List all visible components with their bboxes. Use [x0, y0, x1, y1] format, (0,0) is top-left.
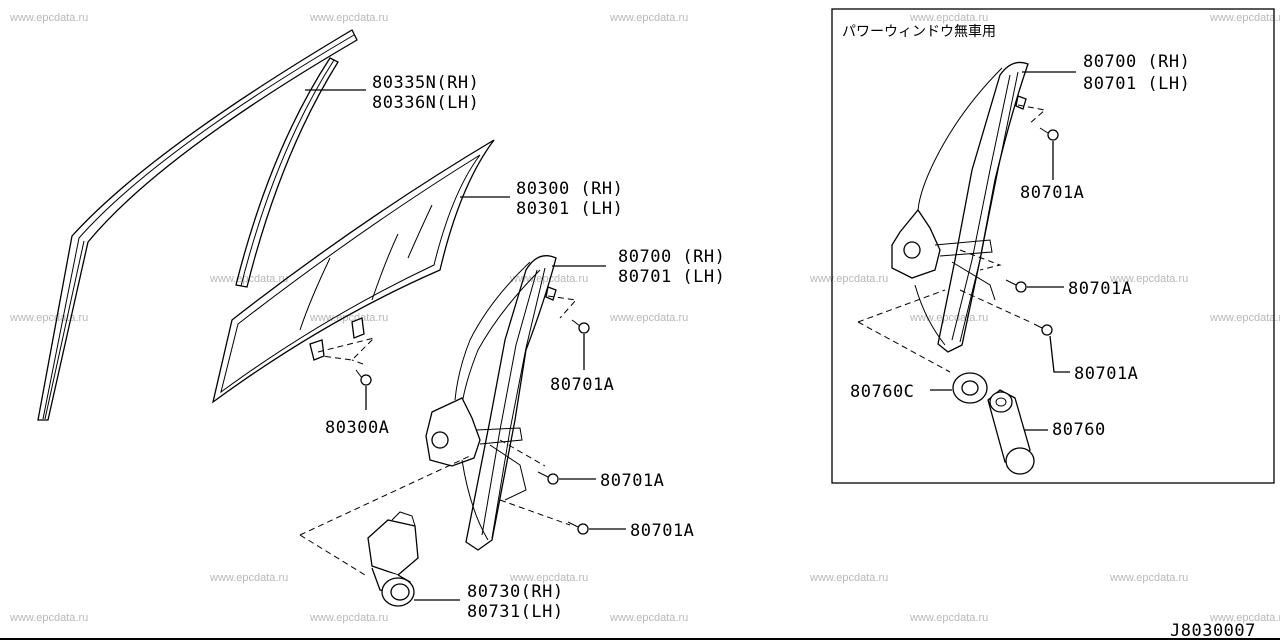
motor — [367, 511, 419, 607]
inset-frame — [831, 8, 1275, 484]
bolt-icon — [1033, 323, 1053, 336]
front-glass-run — [235, 57, 339, 288]
label-bolt-glass: 80300A — [325, 418, 389, 438]
label-bolt-regulator: 80701A — [600, 471, 664, 491]
bolt-icon — [537, 471, 559, 485]
watermark: www.epcdata.ru — [909, 12, 988, 24]
label-glass-run-lh: 80336N(LH) — [372, 93, 479, 113]
diagram-code: J8030007 — [1170, 621, 1256, 640]
watermark: www.epcdata.ru — [309, 12, 388, 24]
watermark: www.epcdata.ru — [509, 572, 588, 584]
watermark: www.epcdata.ru — [9, 612, 88, 624]
label-bolt-regulator: 80701A — [550, 375, 614, 395]
label-inset-regulator-rh: 80700 (RH) — [1083, 52, 1190, 72]
label-regulator-rh: 80700 (RH) — [618, 247, 725, 267]
label-inset-bolt: 80701A — [1068, 279, 1132, 299]
watermark: www.epcdata.ru — [809, 572, 888, 584]
bolt-icon — [355, 369, 372, 386]
watermark: www.epcdata.ru — [209, 572, 288, 584]
watermark: www.epcdata.ru — [309, 612, 388, 624]
bolt-icon — [571, 319, 590, 334]
window-crank-handle — [987, 389, 1035, 475]
watermark: www.epcdata.ru — [1109, 572, 1188, 584]
watermark: www.epcdata.ru — [909, 612, 988, 624]
label-motor-rh: 80730(RH) — [467, 582, 564, 602]
watermark: www.epcdata.ru — [609, 12, 688, 24]
label-door-glass-rh: 80300 (RH) — [516, 179, 623, 199]
watermark: www.epcdata.ru — [909, 312, 988, 324]
glass-run-channel — [37, 29, 358, 421]
watermark: www.epcdata.ru — [9, 12, 88, 24]
label-inset-regulator-lh: 80701 (LH) — [1083, 74, 1190, 94]
bolt-icon — [567, 521, 589, 535]
watermark: www.epcdata.ru — [1209, 312, 1280, 324]
window-regulator — [425, 255, 557, 551]
watermark: www.epcdata.ru — [309, 312, 388, 324]
label-regulator-lh: 80701 (LH) — [618, 267, 725, 287]
door-glass — [211, 139, 495, 404]
label-motor-lh: 80731(LH) — [467, 602, 564, 622]
label-inset-bolt: 80701A — [1074, 364, 1138, 384]
escutcheon — [952, 372, 988, 404]
bolt-icon — [1005, 279, 1027, 293]
watermark: www.epcdata.ru — [1209, 12, 1280, 24]
label-crank-handle: 80760 — [1052, 420, 1106, 440]
label-door-glass-lh: 80301 (LH) — [516, 199, 623, 219]
label-glass-run-rh: 80335N(RH) — [372, 73, 479, 93]
inset-title: パワーウィンドウ無車用 — [842, 23, 996, 40]
watermark: www.epcdata.ru — [609, 312, 688, 324]
label-inset-bolt: 80701A — [1020, 183, 1084, 203]
watermark: www.epcdata.ru — [609, 612, 688, 624]
watermark: www.epcdata.ru — [1209, 612, 1280, 624]
watermark: www.epcdata.ru — [809, 273, 888, 285]
watermark: www.epcdata.ru — [1109, 273, 1188, 285]
label-escutcheon: 80760C — [850, 382, 914, 402]
bolt-icon — [1039, 127, 1059, 141]
label-bolt-regulator: 80701A — [630, 521, 694, 541]
watermark: www.epcdata.ru — [9, 312, 88, 324]
inset-regulator — [891, 61, 1029, 353]
